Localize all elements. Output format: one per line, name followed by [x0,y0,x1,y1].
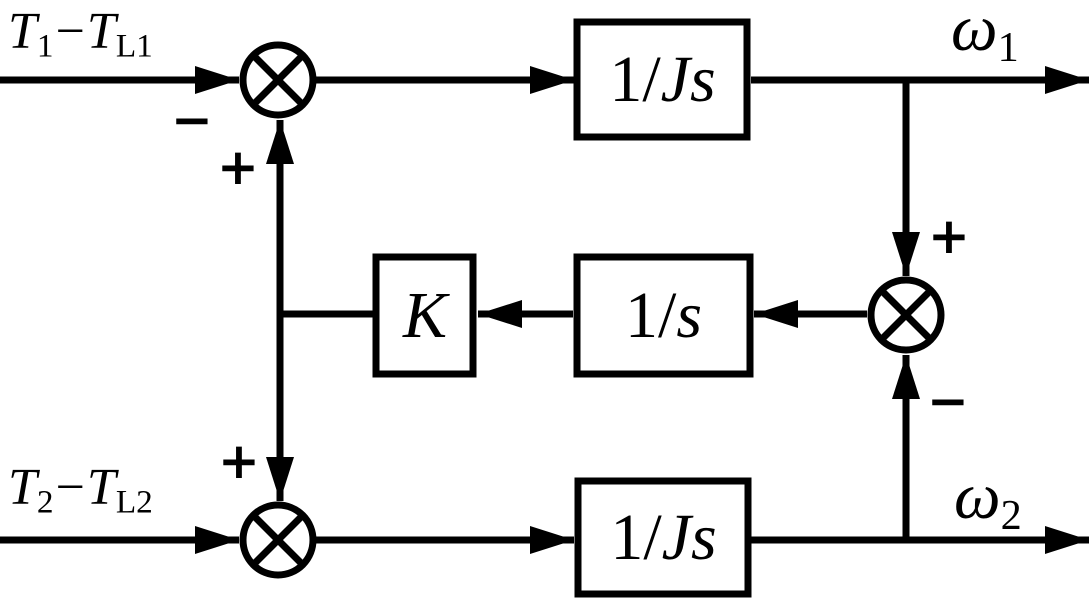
block-label-integrator-mid: 1/s [573,254,754,377]
junction-right-cross-icon [878,287,934,343]
input1-load-subscript: L1 [115,27,153,65]
output2-omega-symbol: ω [954,460,1001,533]
plus-sign-bottom-junction-icon: + [218,432,260,490]
input1-torque-symbol: T [8,3,37,60]
block-label-inertia-bottom: 1/Js [575,478,752,598]
inertia-bottom-variable: Js [661,501,717,574]
block-label-gain: K [373,254,477,377]
block-gain [372,253,477,378]
plus-sign-right-junction-icon: + [928,207,970,265]
output1-label: ω1 [951,0,1019,69]
junction-top-cross-icon [250,52,306,108]
input2-label: T2−TL2 [8,462,153,519]
input2-torque-symbol: T [8,459,37,516]
output1-subscript: 1 [997,23,1019,71]
minus-sign-top-junction-icon: − [171,91,213,149]
minus-sign-right-junction-icon: − [927,372,969,430]
plus-sign-top-junction-icon: + [217,138,259,196]
block-integrator-mid [573,253,754,378]
input2-load-subscript: L2 [115,483,153,521]
input2-torque-subscript: 2 [36,483,54,521]
output2-label: ω2 [954,464,1022,537]
block-label-inertia-top: 1/Js [574,19,751,141]
block-inertia-bottom [574,477,752,598]
junction-bottom-cross-icon [250,512,306,568]
integrator-variable: s [676,278,703,352]
gain-variable: K [402,278,448,352]
inertia-bottom-numerator: 1/ [610,501,662,574]
input1-label: T1−TL1 [8,6,153,63]
input1-minus-operator: − [55,3,85,60]
inertia-top-variable: Js [660,43,716,116]
output2-subscript: 2 [1000,491,1022,539]
input2-load-symbol: T [86,459,116,516]
output1-omega-symbol: ω [951,0,998,65]
integrator-numerator: 1/ [624,278,677,352]
input1-load-symbol: T [86,3,116,60]
inertia-top-numerator: 1/ [609,43,661,116]
input1-torque-subscript: 1 [36,27,54,65]
input2-minus-operator: − [55,459,85,516]
block-inertia-top [573,18,751,141]
